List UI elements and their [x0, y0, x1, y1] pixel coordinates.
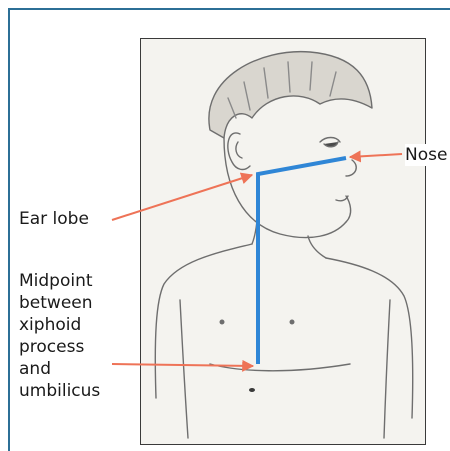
midpoint-label-line: Midpoint	[19, 270, 100, 292]
midpoint-label-line: umbilicus	[19, 380, 100, 402]
midpoint-label: Midpoint between xiphoid process and umb…	[19, 270, 100, 402]
nex-measurement-line	[258, 158, 346, 364]
ear-lobe-pointer-arrow	[112, 175, 252, 220]
nose-label: Nose	[405, 144, 447, 166]
midpoint-pointer-arrow	[112, 364, 253, 366]
nose-pointer-arrow	[350, 154, 402, 157]
midpoint-label-line: and	[19, 358, 100, 380]
midpoint-label-line: xiphoid	[19, 314, 100, 336]
midpoint-label-line: between	[19, 292, 100, 314]
midpoint-label-line: process	[19, 336, 100, 358]
ear-lobe-label: Ear lobe	[19, 208, 89, 230]
